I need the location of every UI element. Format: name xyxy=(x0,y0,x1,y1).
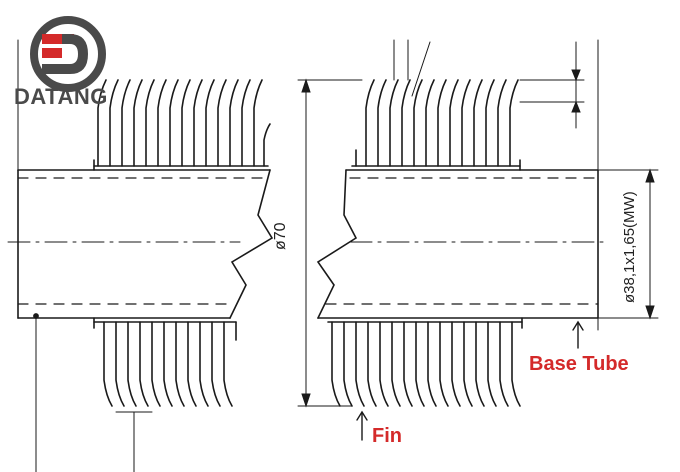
fin-outer-diameter-dimension: ø70 xyxy=(272,222,289,250)
fin-group-left-top xyxy=(93,79,271,171)
dimension-lines xyxy=(17,39,659,472)
fin-group-right-bottom xyxy=(327,317,523,407)
callout-arrows xyxy=(356,320,584,441)
base-tube-label: Base Tube xyxy=(529,353,629,375)
tube-right-segment xyxy=(316,169,607,319)
datang-d-logo-icon xyxy=(30,16,106,92)
tube-spec-dimension: ø38,1x1,65(MW) xyxy=(621,191,638,303)
brand-name: DATANG xyxy=(14,84,108,109)
fin-group-left-bottom xyxy=(93,317,237,407)
fin-label: Fin xyxy=(372,425,402,447)
tube-left-segment xyxy=(7,169,274,319)
fin-group-right-top xyxy=(351,79,521,171)
